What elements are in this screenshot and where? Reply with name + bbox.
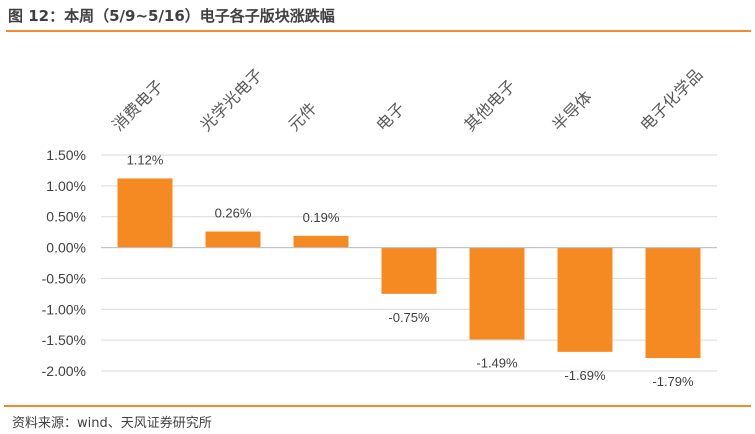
x-tick-label: 电子: [372, 99, 408, 135]
bar: [117, 178, 173, 248]
y-tick-label: -0.50%: [42, 270, 86, 286]
x-tick-label: 光学光电子: [196, 65, 266, 135]
data-label: -1.69%: [564, 368, 606, 383]
bar: [205, 231, 261, 248]
y-tick-label: -2.00%: [42, 363, 86, 379]
x-tick-label: 元件: [284, 99, 320, 135]
bar: [469, 247, 525, 340]
bar: [557, 247, 613, 352]
y-tick-label: 1.00%: [46, 178, 86, 194]
x-tick-label: 其他电子: [460, 76, 519, 135]
x-tick-label: 半导体: [548, 87, 595, 134]
y-tick-label: 1.50%: [46, 147, 86, 163]
bar: [293, 235, 349, 248]
bar: [645, 247, 701, 359]
data-label: -0.75%: [388, 310, 430, 325]
x-tick-label: 电子化学品: [636, 65, 706, 135]
y-tick-label: 0.50%: [46, 209, 86, 225]
y-tick-label: -1.50%: [42, 332, 86, 348]
data-label: 0.26%: [215, 206, 252, 221]
bar: [381, 247, 437, 294]
data-label: -1.49%: [476, 356, 518, 371]
footer-divider: [4, 405, 751, 407]
x-tick-label: 消费电子: [108, 76, 167, 135]
data-label: -1.79%: [652, 374, 694, 389]
y-tick-label: 0.00%: [46, 240, 86, 256]
y-tick-label: -1.00%: [42, 301, 86, 317]
data-label: 0.19%: [303, 210, 340, 225]
data-label: 1.12%: [127, 152, 164, 167]
title-divider: [6, 30, 751, 32]
source-note: 资料来源：wind、天风证券研究所: [12, 416, 212, 431]
chart-title: 图 12：本周（5/9~5/16）电子各子版块涨跌幅: [8, 7, 335, 25]
